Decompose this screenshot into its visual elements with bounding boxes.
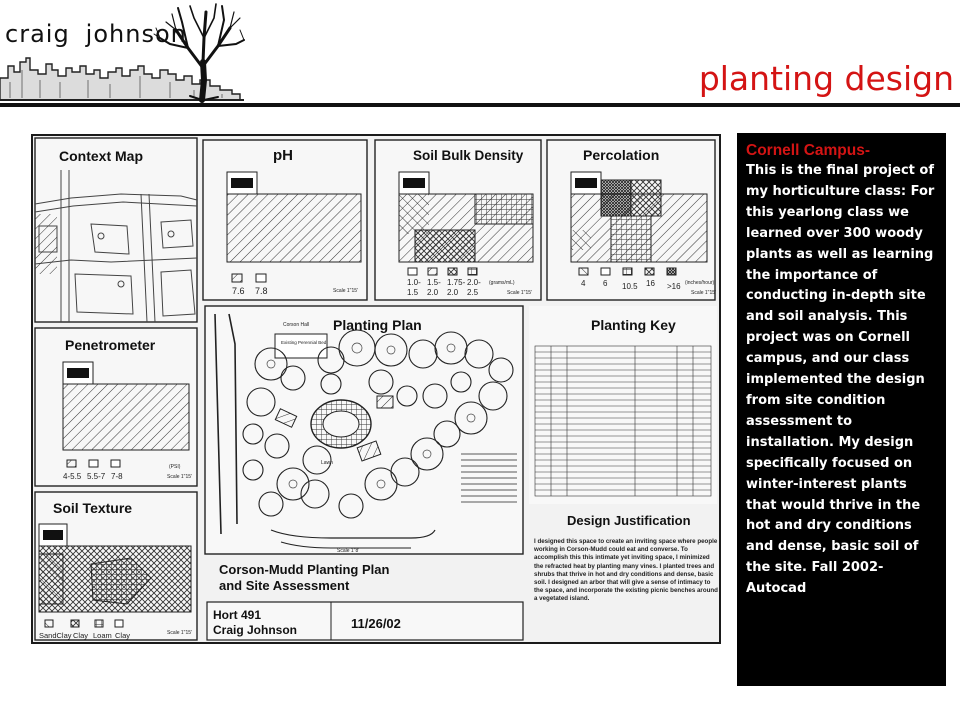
brand-name: craig johnson [5, 20, 187, 48]
soil-bulk-density-label: Soil Bulk Density [413, 148, 524, 163]
density-unit: (grams/mL) [489, 280, 515, 286]
density-top-2: 1.5- [427, 278, 441, 287]
author-name: Craig Johnson [213, 623, 297, 637]
planting-key-label: Planting Key [591, 317, 676, 333]
page-title: planting design [698, 59, 954, 98]
soil-texture-legend-4: Clay [115, 631, 130, 640]
sheet-title-line-1: Corson-Mudd Planting Plan [219, 562, 389, 577]
percolation-legend-3: 10.5 [622, 282, 638, 291]
context-map-label: Context Map [59, 148, 143, 164]
ph-label: pH [273, 147, 293, 164]
penetrometer-panel: Penetrometer 4-5.5 5.5-7 7-8 (PSI) Scale… [34, 327, 198, 487]
soil-texture-legend-1: SandClay [39, 631, 72, 640]
ph-scale: Scale 1"15' [333, 288, 358, 294]
soil-texture-panel: Soil Texture SandClay Clay Loam Clay Sca… [34, 491, 198, 641]
justification-text: I designed this space to create an invit… [534, 538, 718, 603]
density-scale: Scale 1"15' [507, 290, 532, 296]
ph-legend-2: 7.8 [255, 286, 268, 296]
title-block: Corson-Mudd Planting Plan and Site Asses… [206, 562, 524, 641]
existing-bed-label: Existing Perennial Bed [281, 340, 327, 345]
percolation-legend-1: 4 [581, 279, 586, 288]
sheet-title-line-2: and Site Assessment [219, 578, 350, 593]
design-justification-label: Design Justification [567, 513, 691, 528]
design-justification-panel: Design Justification I designed this spa… [534, 513, 718, 603]
soil-texture-legend-2: Clay [73, 631, 88, 640]
percolation-panel: Percolation 4 6 10.5 16 >16 (inches/hour… [546, 139, 716, 301]
description-body: This is the final project of my horticul… [746, 163, 935, 597]
brand-first: craig [5, 20, 70, 48]
penetrometer-unit: (PSI) [169, 464, 181, 470]
header-divider [0, 103, 960, 107]
context-map-panel: Context Map [34, 137, 198, 323]
density-top-1: 1.0- [407, 278, 421, 287]
percolation-scale: Scale 1"15' [691, 290, 716, 296]
percolation-legend-5: >16 [667, 282, 681, 291]
course-number: Hort 491 [213, 608, 261, 622]
lawn-label: Lawn [321, 460, 333, 466]
plan-scale: Scale 1"8' [337, 548, 359, 554]
soil-bulk-density-panel: Soil Bulk Density 1.0- 1.5- 1.75- 2.0- 1… [374, 139, 542, 301]
penetrometer-scale: Scale 1"15' [167, 474, 192, 480]
soil-texture-scale: Scale 1"15' [167, 630, 192, 636]
percolation-label: Percolation [583, 147, 659, 163]
sheet-date: 11/26/02 [351, 616, 401, 631]
penetrometer-legend-3: 7-8 [111, 472, 123, 481]
planting-key-panel: Planting Key [529, 306, 717, 504]
density-bottom-1: 1.5 [407, 288, 419, 297]
ph-panel: pH 7.6 7.8 Scale 1"15' [202, 139, 368, 301]
percolation-legend-4: 16 [646, 279, 655, 288]
density-bottom-3: 2.0 [447, 288, 459, 297]
soil-texture-legend-3: Loam [93, 631, 112, 640]
skyline-tree-logo [0, 3, 245, 103]
ph-legend-1: 7.6 [232, 286, 245, 296]
penetrometer-legend-1: 4-5.5 [63, 472, 82, 481]
density-bottom-4: 2.5 [467, 288, 479, 297]
description-heading: Cornell Campus- [746, 142, 871, 159]
planting-plan-panel: Planting Plan Corson Hall Existing Peren… [204, 305, 524, 555]
penetrometer-label: Penetrometer [65, 337, 156, 353]
density-top-3: 1.75- [447, 278, 466, 287]
soil-texture-label: Soil Texture [53, 500, 132, 516]
density-bottom-2: 2.0 [427, 288, 439, 297]
planting-plan-label: Planting Plan [333, 317, 422, 333]
description-panel: Cornell Campus- This is the final projec… [737, 133, 946, 686]
corson-hall-label: Corson Hall [283, 322, 309, 328]
brand-last: johnson [85, 20, 187, 48]
percolation-unit: (inches/hour) [685, 280, 715, 286]
penetrometer-legend-2: 5.5-7 [87, 472, 106, 481]
density-top-4: 2.0- [467, 278, 481, 287]
planting-plan-board: Context Map pH 7.6 7.8 Scale 1"15' [31, 134, 721, 644]
percolation-legend-2: 6 [603, 279, 608, 288]
